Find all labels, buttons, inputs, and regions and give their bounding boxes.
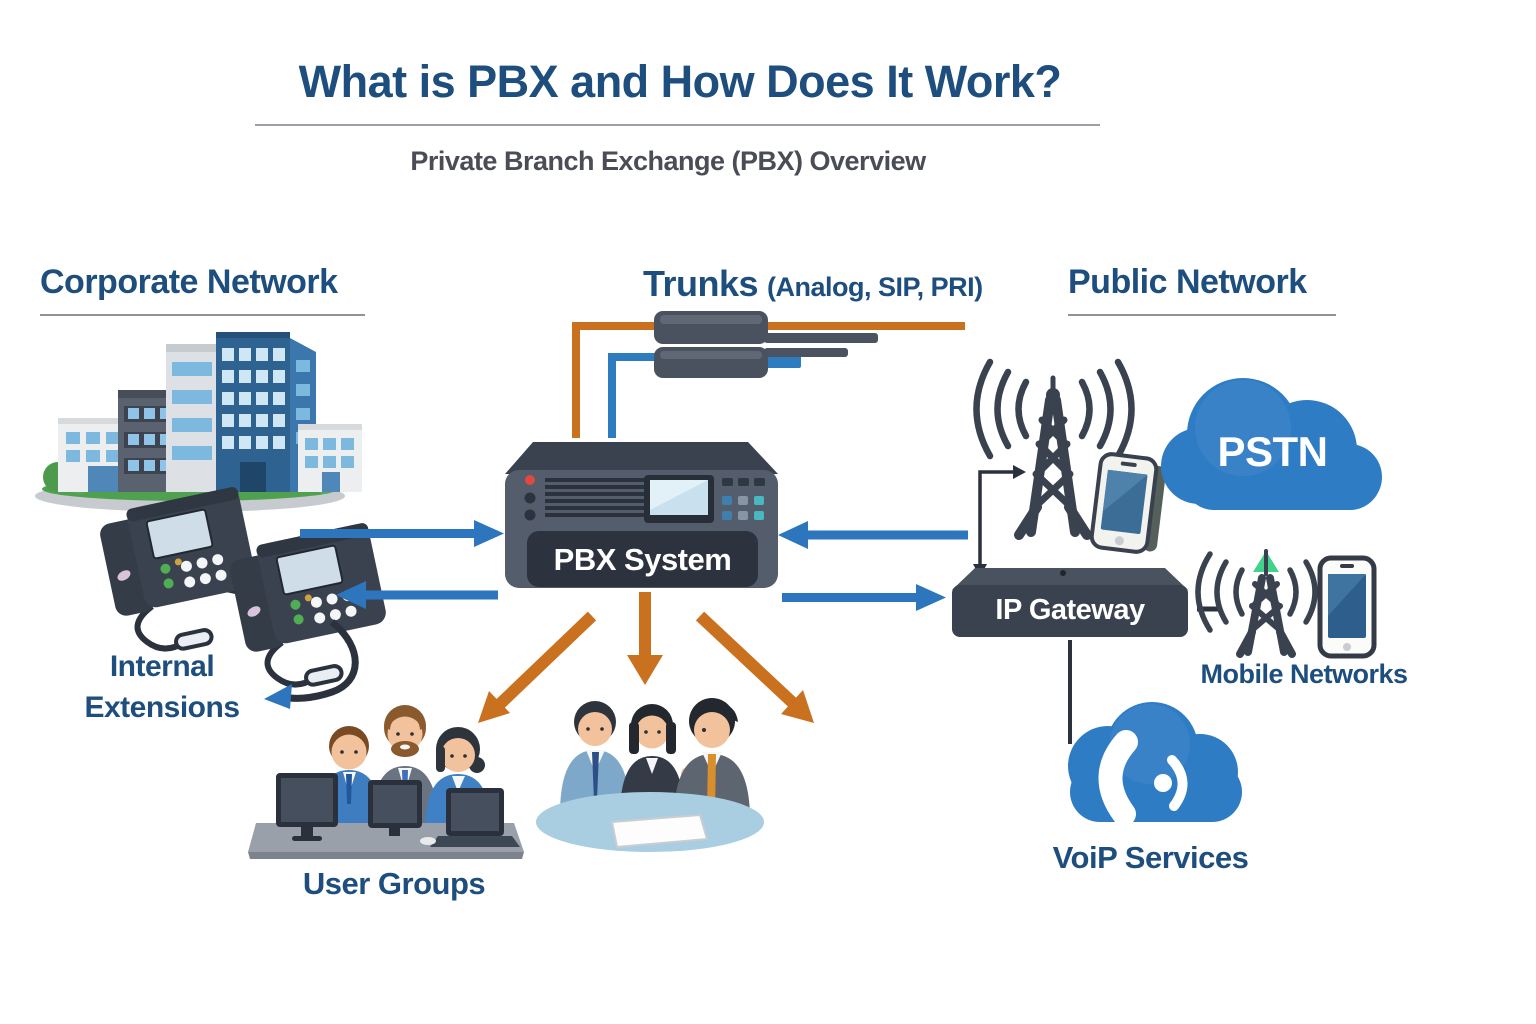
pbx-distribution-arrows	[478, 592, 814, 723]
pstn-smartphone-icon	[1089, 452, 1166, 554]
pbx-system-label: PBX System	[553, 542, 732, 577]
ip-gateway-label: IP Gateway	[995, 594, 1145, 626]
user-group-conference-illustration	[536, 698, 764, 852]
voip-cloud-icon	[1068, 702, 1242, 822]
pbx-system-icon	[505, 442, 778, 588]
mobile-networks-label: Mobile Networks	[1200, 659, 1408, 689]
page-title: What is PBX and How Does It Work?	[298, 56, 1062, 107]
user-group-desks-illustration	[248, 705, 524, 859]
public-network-heading: Public Network	[1068, 263, 1307, 301]
trunk-types-label: (Analog, SIP, PRI)	[767, 272, 983, 302]
extension-cord-arrow	[264, 619, 359, 709]
pbx-flow-arrows	[300, 520, 968, 611]
pstn-cell-tower-icon	[973, 358, 1135, 540]
trunks-heading: Trunks (Analog, SIP, PRI)	[643, 263, 983, 305]
voip-services-label: VoiP Services	[1052, 840, 1249, 875]
ip-gateway-icon	[952, 568, 1188, 637]
office-buildings-icon	[35, 332, 362, 512]
voip-handset-icon	[1098, 730, 1188, 826]
title-divider	[255, 124, 1100, 126]
mobile-tower-icon	[1195, 549, 1318, 658]
corporate-network-heading: Corporate Network	[40, 263, 338, 301]
internal-extensions-label: Internal Extensions	[84, 650, 240, 725]
gateway-connectors	[973, 465, 1219, 744]
desk-phone-icon	[96, 486, 398, 697]
trunk-cables	[572, 311, 965, 438]
trunks-label: Trunks	[643, 263, 759, 304]
pstn-label: PSTN	[1217, 428, 1328, 475]
public-divider	[1068, 314, 1336, 316]
corporate-divider	[40, 314, 365, 316]
pstn-cloud-icon	[1161, 378, 1382, 510]
user-groups-label: User Groups	[302, 866, 486, 901]
page-subtitle: Private Branch Exchange (PBX) Overview	[410, 146, 926, 176]
mobile-phone-icon	[1317, 555, 1377, 659]
